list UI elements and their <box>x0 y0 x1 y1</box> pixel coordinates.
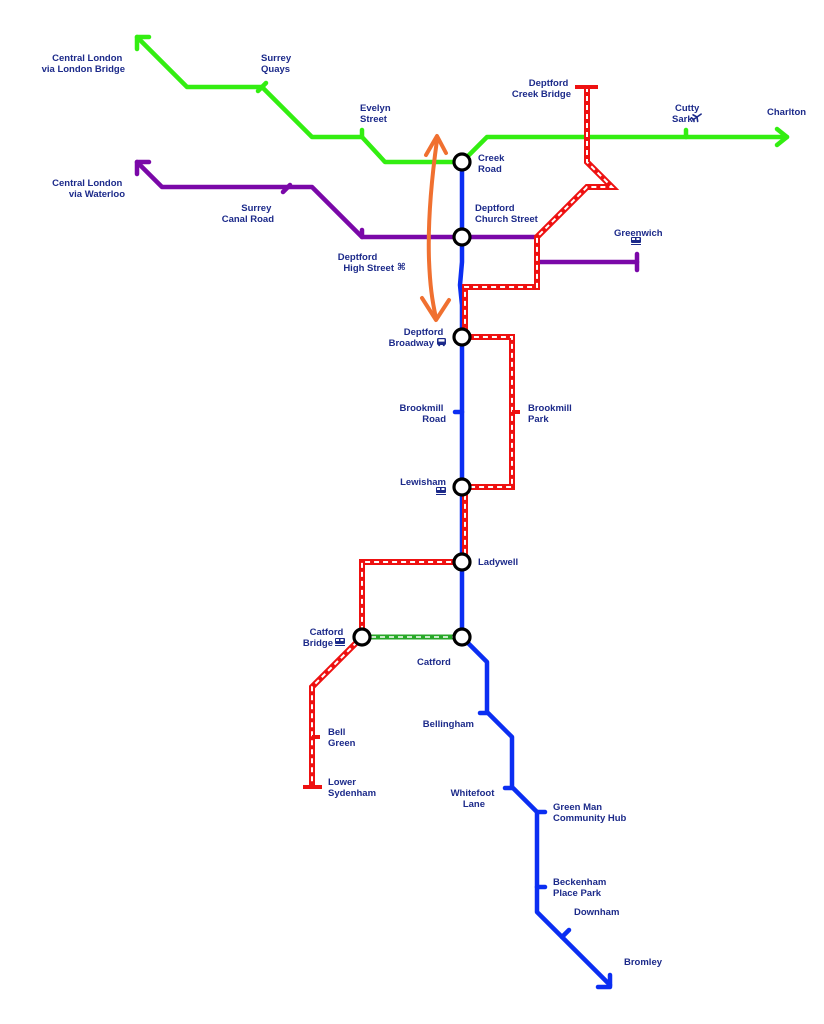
green-line-west <box>134 34 465 165</box>
blue-line-main <box>457 159 613 988</box>
label-deptford-creek-bridge[interactable]: Deptford Creek Bridge <box>512 78 571 100</box>
label-bell-green[interactable]: Bell Green <box>328 727 356 749</box>
label-brookmill-park[interactable]: Brookmill Park <box>528 403 574 425</box>
purple-arrow-west <box>134 159 152 177</box>
orange-route-curve <box>426 138 439 320</box>
green-line-east <box>459 134 790 165</box>
label-bellingham[interactable]: Bellingham <box>423 719 474 730</box>
label-catford[interactable]: Catford <box>417 657 451 668</box>
label-catford-bridge[interactable]: Catford Bridge <box>303 627 346 649</box>
label-green-man[interactable]: Green Man Community Hub <box>553 802 627 824</box>
station-ladywell[interactable] <box>452 552 472 572</box>
icons: ⌘ <box>335 113 702 646</box>
label-whitefoot-lane[interactable]: Whitefoot Lane <box>451 788 497 810</box>
station-deptford-broadway[interactable] <box>452 327 472 347</box>
green-line <box>134 34 790 165</box>
train-icon <box>436 487 446 495</box>
green-arrow-west <box>134 34 152 52</box>
station-lewisham[interactable] <box>452 477 472 497</box>
blue-line <box>452 159 613 990</box>
blue-arrow-south <box>595 972 613 990</box>
train-icon <box>335 638 345 646</box>
green-arrow-east <box>774 126 790 148</box>
label-deptford-church-street[interactable]: Deptford Church Street <box>475 203 539 225</box>
label-lewisham[interactable]: Lewisham <box>400 477 446 488</box>
label-deptford-broadway[interactable]: Deptford Broadway <box>389 327 446 349</box>
label-charlton[interactable]: Charlton <box>767 107 806 118</box>
station-labels: Central London via London Bridge Surrey … <box>42 53 807 968</box>
tick-surrey-canal-road <box>280 182 293 195</box>
train-icon <box>631 237 641 245</box>
label-ladywell[interactable]: Ladywell <box>478 557 518 568</box>
airplane-icon <box>690 113 702 123</box>
tick-surrey-quays <box>255 80 269 94</box>
label-bromley[interactable]: Bromley <box>624 957 663 968</box>
label-central-london-waterloo: Central London via Waterloo <box>52 178 125 200</box>
bus-icon <box>437 338 446 347</box>
station-catford[interactable] <box>452 627 472 647</box>
orange-route <box>420 134 451 322</box>
label-beckenham-place-park[interactable]: Beckenham Place Park <box>553 877 609 899</box>
label-deptford-high-street[interactable]: Deptford High Street <box>338 252 395 274</box>
red-line-inner-dash <box>311 87 615 787</box>
label-evelyn-street[interactable]: Evelyn Street <box>360 103 393 125</box>
label-central-london-london-bridge: Central London via London Bridge <box>42 53 125 75</box>
label-brookmill-road[interactable]: Brookmill Road <box>400 403 447 425</box>
station-creek-road[interactable] <box>452 152 472 172</box>
orange-arrow-bottom <box>420 296 451 322</box>
label-creek-road[interactable]: Creek Road <box>478 153 507 175</box>
orange-arrow-top <box>424 134 448 157</box>
label-downham[interactable]: Downham <box>574 907 619 918</box>
tick-downham <box>559 927 572 940</box>
command-icon: ⌘ <box>397 262 406 273</box>
label-surrey-quays[interactable]: Surrey Quays <box>261 53 294 75</box>
red-line <box>303 85 620 789</box>
label-cutty-sark[interactable]: Cutty Sark <box>672 103 702 125</box>
interchange-stations <box>352 152 472 647</box>
station-catford-bridge[interactable] <box>352 627 372 647</box>
label-lower-sydenham[interactable]: Lower Sydenham <box>328 777 376 799</box>
label-greenwich[interactable]: Greenwich <box>614 228 663 239</box>
label-surrey-canal-road[interactable]: Surrey Canal Road <box>222 203 274 225</box>
station-deptford-church-street[interactable] <box>452 227 472 247</box>
